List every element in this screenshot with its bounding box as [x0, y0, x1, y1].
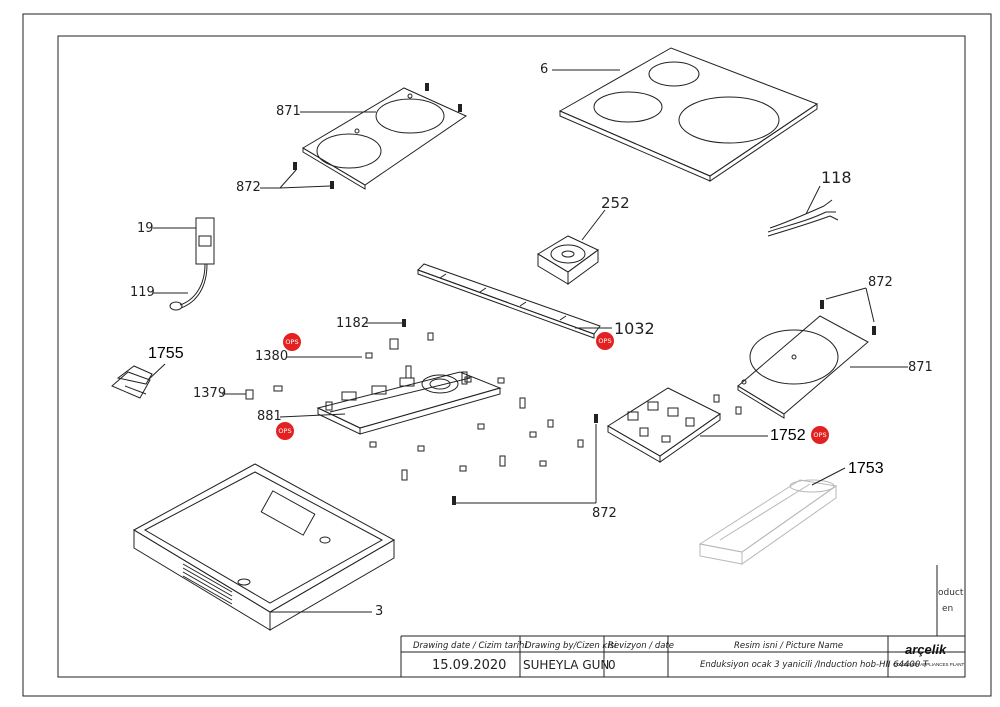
part-label-872-bottom: 872 — [592, 506, 617, 521]
side-text-1: oduct — [938, 588, 964, 598]
clip-part — [111, 365, 153, 399]
title-block-lines — [400, 565, 965, 677]
tb-rev-header: Revizyon / date — [608, 641, 675, 651]
control-board-part — [607, 387, 721, 463]
tb-picture-header: Resim isni / Picture Name — [734, 641, 844, 651]
part-label-3: 3 — [375, 604, 384, 619]
part-label-872-top: 872 — [236, 180, 261, 195]
tb-date-value: 15.09.2020 — [432, 658, 507, 673]
ops-marker-1752: OPS — [811, 426, 829, 444]
wire-bundle-part — [767, 199, 839, 237]
part-label-118: 118 — [821, 168, 852, 187]
tb-by-value: SUHEYLA GUN — [523, 658, 610, 672]
power-cable-part — [169, 217, 215, 311]
spacer-pins-top — [293, 83, 462, 189]
tb-rev-value: 0 — [608, 658, 616, 672]
ops-marker-1380: OPS — [283, 333, 301, 351]
part-label-872-right: 872 — [868, 275, 893, 290]
coil-plate-right-part — [737, 315, 869, 419]
part-label-871-top: 871 — [276, 104, 301, 119]
glass-top-part — [558, 47, 819, 182]
inner-frame-part — [316, 365, 502, 435]
ops-marker-1032: OPS — [596, 332, 614, 350]
small-fasteners — [245, 332, 742, 481]
logo-subtitle: CONSUMER APPLIANCES PLANT — [893, 662, 965, 667]
tb-picture-value: Enduksiyon ocak 3 yanicili /Induction ho… — [700, 660, 929, 670]
part-label-1752: 1752 — [770, 427, 806, 444]
rear-duct-part — [698, 479, 838, 565]
tb-date-header: Drawing date / Cizim tarihi — [413, 641, 527, 651]
part-label-1379: 1379 — [193, 386, 227, 401]
bottom-tray-part — [132, 463, 396, 631]
part-label-1755: 1755 — [148, 345, 184, 362]
cooling-fan-part — [537, 235, 599, 285]
side-text-2: en — [942, 604, 954, 614]
arcelik-logo-icon: arçelik — [905, 642, 947, 657]
part-label-1753: 1753 — [848, 460, 884, 477]
tb-by-header: Drawing by/Cizen kisi — [525, 641, 617, 651]
part-label-19: 19 — [137, 221, 154, 236]
part-label-6: 6 — [540, 62, 549, 77]
ops-marker-881: OPS — [276, 422, 294, 440]
part-label-1182: 1182 — [336, 316, 370, 331]
coil-plate-left-part — [302, 87, 468, 190]
front-bracket-part — [417, 263, 601, 339]
inner-border — [57, 35, 966, 678]
part-label-881: 881 — [257, 409, 282, 424]
part-label-1032: 1032 — [614, 319, 655, 338]
part-label-871-right: 871 — [908, 360, 933, 375]
spacer-pins-bottom — [402, 319, 598, 505]
part-label-119: 119 — [130, 285, 155, 300]
outer-border — [22, 13, 992, 697]
spacer-pins-right — [820, 300, 876, 335]
part-label-1380: 1380 — [255, 349, 289, 364]
part-label-252: 252 — [601, 194, 630, 212]
